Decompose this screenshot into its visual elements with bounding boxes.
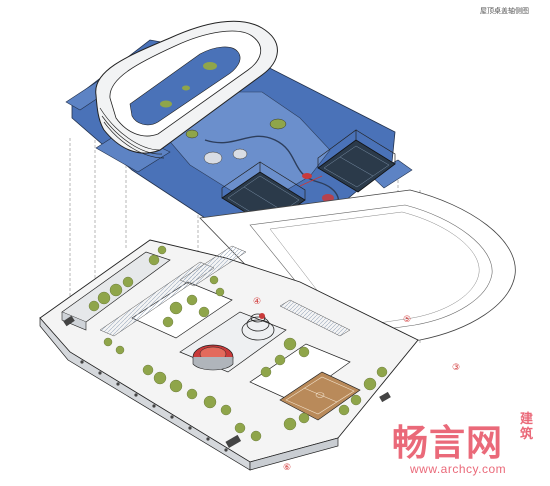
marker-5: ⑤ — [403, 315, 411, 325]
marker-6: ⑥ — [283, 463, 291, 473]
watermark-url: www.archcy.com — [410, 462, 507, 476]
tree-canopy — [88, 245, 388, 442]
roof-court-right — [317, 129, 396, 193]
watermark-side: 建筑 — [520, 412, 534, 442]
circular-pavilion — [241, 313, 275, 341]
marker-5-label: ⑤ — [403, 315, 411, 325]
running-track — [199, 175, 516, 353]
ground-details — [63, 315, 391, 448]
marker-4-label: ④ — [253, 297, 261, 307]
watermark-brand: 畅言网 — [392, 423, 504, 464]
marker-3: ③ — [452, 363, 460, 373]
diagram-title: 屋顶桌盖轴侧图 — [480, 7, 529, 15]
marker-4: ④ — [253, 297, 261, 307]
oval-ring-building — [95, 20, 278, 159]
amphitheatre — [192, 344, 234, 371]
marker-6-label: ⑥ — [283, 463, 291, 473]
marker-3-label: ③ — [452, 363, 460, 373]
